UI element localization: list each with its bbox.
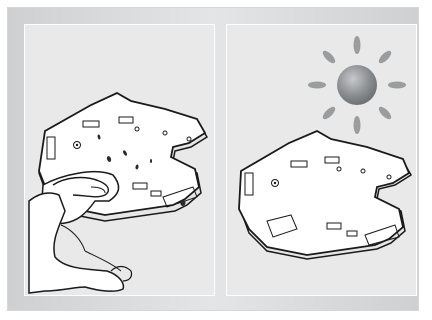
base-plate-right: [239, 131, 411, 259]
panel-dry: [226, 24, 417, 296]
illustration-border: [7, 7, 419, 311]
sun-icon: [308, 36, 406, 134]
wipe-illustration: [25, 25, 215, 296]
dry-illustration: [227, 25, 417, 296]
hand-wiping-icon: [29, 172, 132, 293]
panel-wipe: [24, 24, 215, 296]
